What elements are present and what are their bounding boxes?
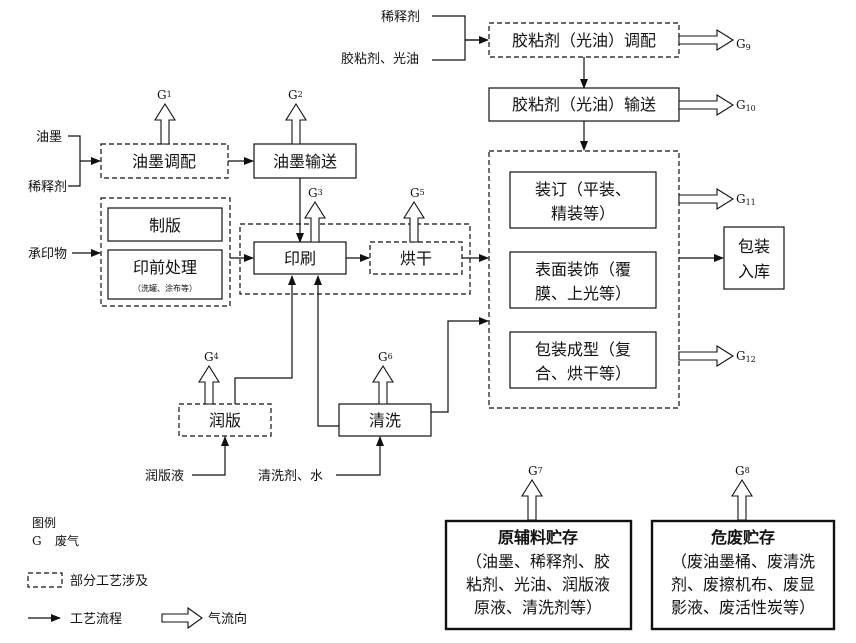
g12-airflow-arrow — [678, 345, 735, 367]
printing-group-box — [239, 223, 471, 295]
arrow-cleaning-to-post — [431, 317, 489, 413]
g9-airflow-arrow — [678, 29, 735, 51]
prepress-note: （洗罐、涂布等） — [133, 283, 197, 293]
g8-label: G8 — [735, 464, 750, 478]
g12-label: G12 — [736, 349, 756, 364]
hazwaste-storage-line-3: 影液、废活性炭等） — [671, 598, 815, 617]
legend-airflow-meaning: 气流向 — [208, 611, 247, 627]
input-diluent-top: 稀释剂 — [381, 10, 420, 25]
g8-airflow-arrow — [731, 478, 753, 521]
g1-airflow-arrow — [154, 102, 176, 145]
adhesive-transport-box — [488, 87, 680, 122]
g10-label: G10 — [736, 98, 756, 113]
ink-mix-label: 油墨调配 — [132, 152, 196, 171]
binding-label-2: 精装等） — [551, 204, 615, 223]
input-adhesive-oil-top: 胶粘剂、光油 — [341, 51, 419, 67]
raw-storage-line-1: （油墨、稀释剂、胶 — [466, 552, 610, 571]
ink-mix-box — [100, 143, 229, 179]
ink-input-bracket — [68, 135, 81, 187]
raw-material-storage-box — [444, 519, 633, 631]
prepress-group-box — [100, 197, 231, 307]
dampening-label: 润版 — [209, 411, 241, 430]
raw-storage-line-3: 原液、清洗剂等） — [474, 598, 602, 617]
forming-label-2: 合、烘干等） — [535, 364, 631, 383]
hazwaste-storage-title: 危废贮存 — [711, 528, 775, 547]
adhesive-mix-box — [488, 22, 680, 58]
binding-label-1: 装订（平装、 — [535, 180, 631, 199]
arrow-fountain-to-dampening — [192, 436, 229, 476]
cleaning-label: 清洗 — [369, 411, 401, 430]
g7-airflow-arrow — [521, 478, 543, 521]
arrow-cleaning-to-printing — [314, 275, 339, 427]
g4-airflow-arrow — [198, 364, 220, 405]
g2-airflow-arrow — [285, 102, 307, 145]
g10-airflow-arrow — [678, 94, 735, 116]
ink-transport-label: 油墨输送 — [273, 152, 337, 171]
arrow-cleaning-agent-to-cleaning — [336, 436, 384, 476]
platemaking-box — [107, 207, 223, 242]
legend-g-meaning: 废气 — [55, 533, 79, 548]
hazwaste-storage-line-1: （废油墨桶、废清洗 — [671, 552, 815, 571]
legend-g-symbol: G — [32, 534, 42, 548]
surface-finish-label-2: 膜、上光等） — [535, 284, 631, 303]
legend-arrow-meaning: 工艺流程 — [70, 612, 122, 627]
g11-label: G11 — [736, 192, 756, 207]
legend-dashed-box-sample — [27, 572, 63, 588]
prepress-box — [107, 249, 223, 300]
packaging-storage-label-2: 入库 — [738, 262, 770, 281]
drying-label: 烘干 — [400, 249, 432, 268]
surface-finish-box — [509, 251, 657, 309]
raw-storage-title: 原辅料贮存 — [498, 528, 578, 547]
g6-label: G6 — [378, 350, 393, 364]
input-cleaning-agent: 清洗剂、水 — [258, 469, 323, 484]
g1-label: G1 — [157, 88, 172, 102]
g4-label: G4 — [204, 350, 219, 364]
input-substrate: 承印物 — [28, 247, 67, 262]
input-ink: 油墨 — [36, 130, 62, 145]
printing-label: 印刷 — [284, 249, 316, 268]
g9-label: G9 — [736, 37, 751, 52]
g7-label: G7 — [528, 464, 543, 478]
adhesive-mix-label: 胶粘剂（光油）调配 — [512, 31, 656, 50]
hazardous-waste-storage-box — [650, 519, 836, 631]
platemaking-label: 制版 — [149, 216, 181, 235]
g5-label: G5 — [410, 186, 425, 200]
g3-label: G3 — [308, 186, 323, 200]
arrow-dampening-to-printing — [234, 275, 296, 404]
packaging-storage-box — [723, 226, 785, 290]
surface-finish-label-1: 表面装饰（覆 — [535, 260, 631, 279]
ink-transport-box — [253, 143, 357, 179]
forming-label-1: 包装成型（复 — [535, 340, 631, 359]
input-fountain-solution: 润版液 — [145, 469, 184, 484]
adhesive-transport-label: 胶粘剂（光油）输送 — [512, 95, 656, 114]
legend-dashed-meaning: 部分工艺涉及 — [70, 574, 148, 589]
printing-box — [253, 241, 347, 275]
g5-airflow-arrow — [403, 200, 425, 243]
dampening-box — [178, 403, 272, 437]
forming-box — [509, 331, 657, 389]
g3-airflow-arrow — [304, 200, 326, 243]
prepress-label: 印前处理 — [133, 258, 197, 277]
adhesive-input-bracket — [432, 15, 480, 61]
g6-airflow-arrow — [372, 364, 394, 405]
binding-box — [509, 171, 657, 229]
legend-title: 图例 — [32, 516, 56, 530]
input-diluent-left: 稀释剂 — [28, 180, 67, 195]
g11-airflow-arrow — [678, 188, 735, 210]
g2-label: G2 — [288, 88, 303, 102]
packaging-storage-label-1: 包装 — [738, 237, 770, 256]
legend-airflow-arrow-sample — [161, 606, 203, 630]
hazwaste-storage-line-2: 剂、废擦机布、废显 — [671, 575, 815, 594]
raw-storage-line-2: 粘剂、光油、润版液 — [466, 575, 610, 594]
